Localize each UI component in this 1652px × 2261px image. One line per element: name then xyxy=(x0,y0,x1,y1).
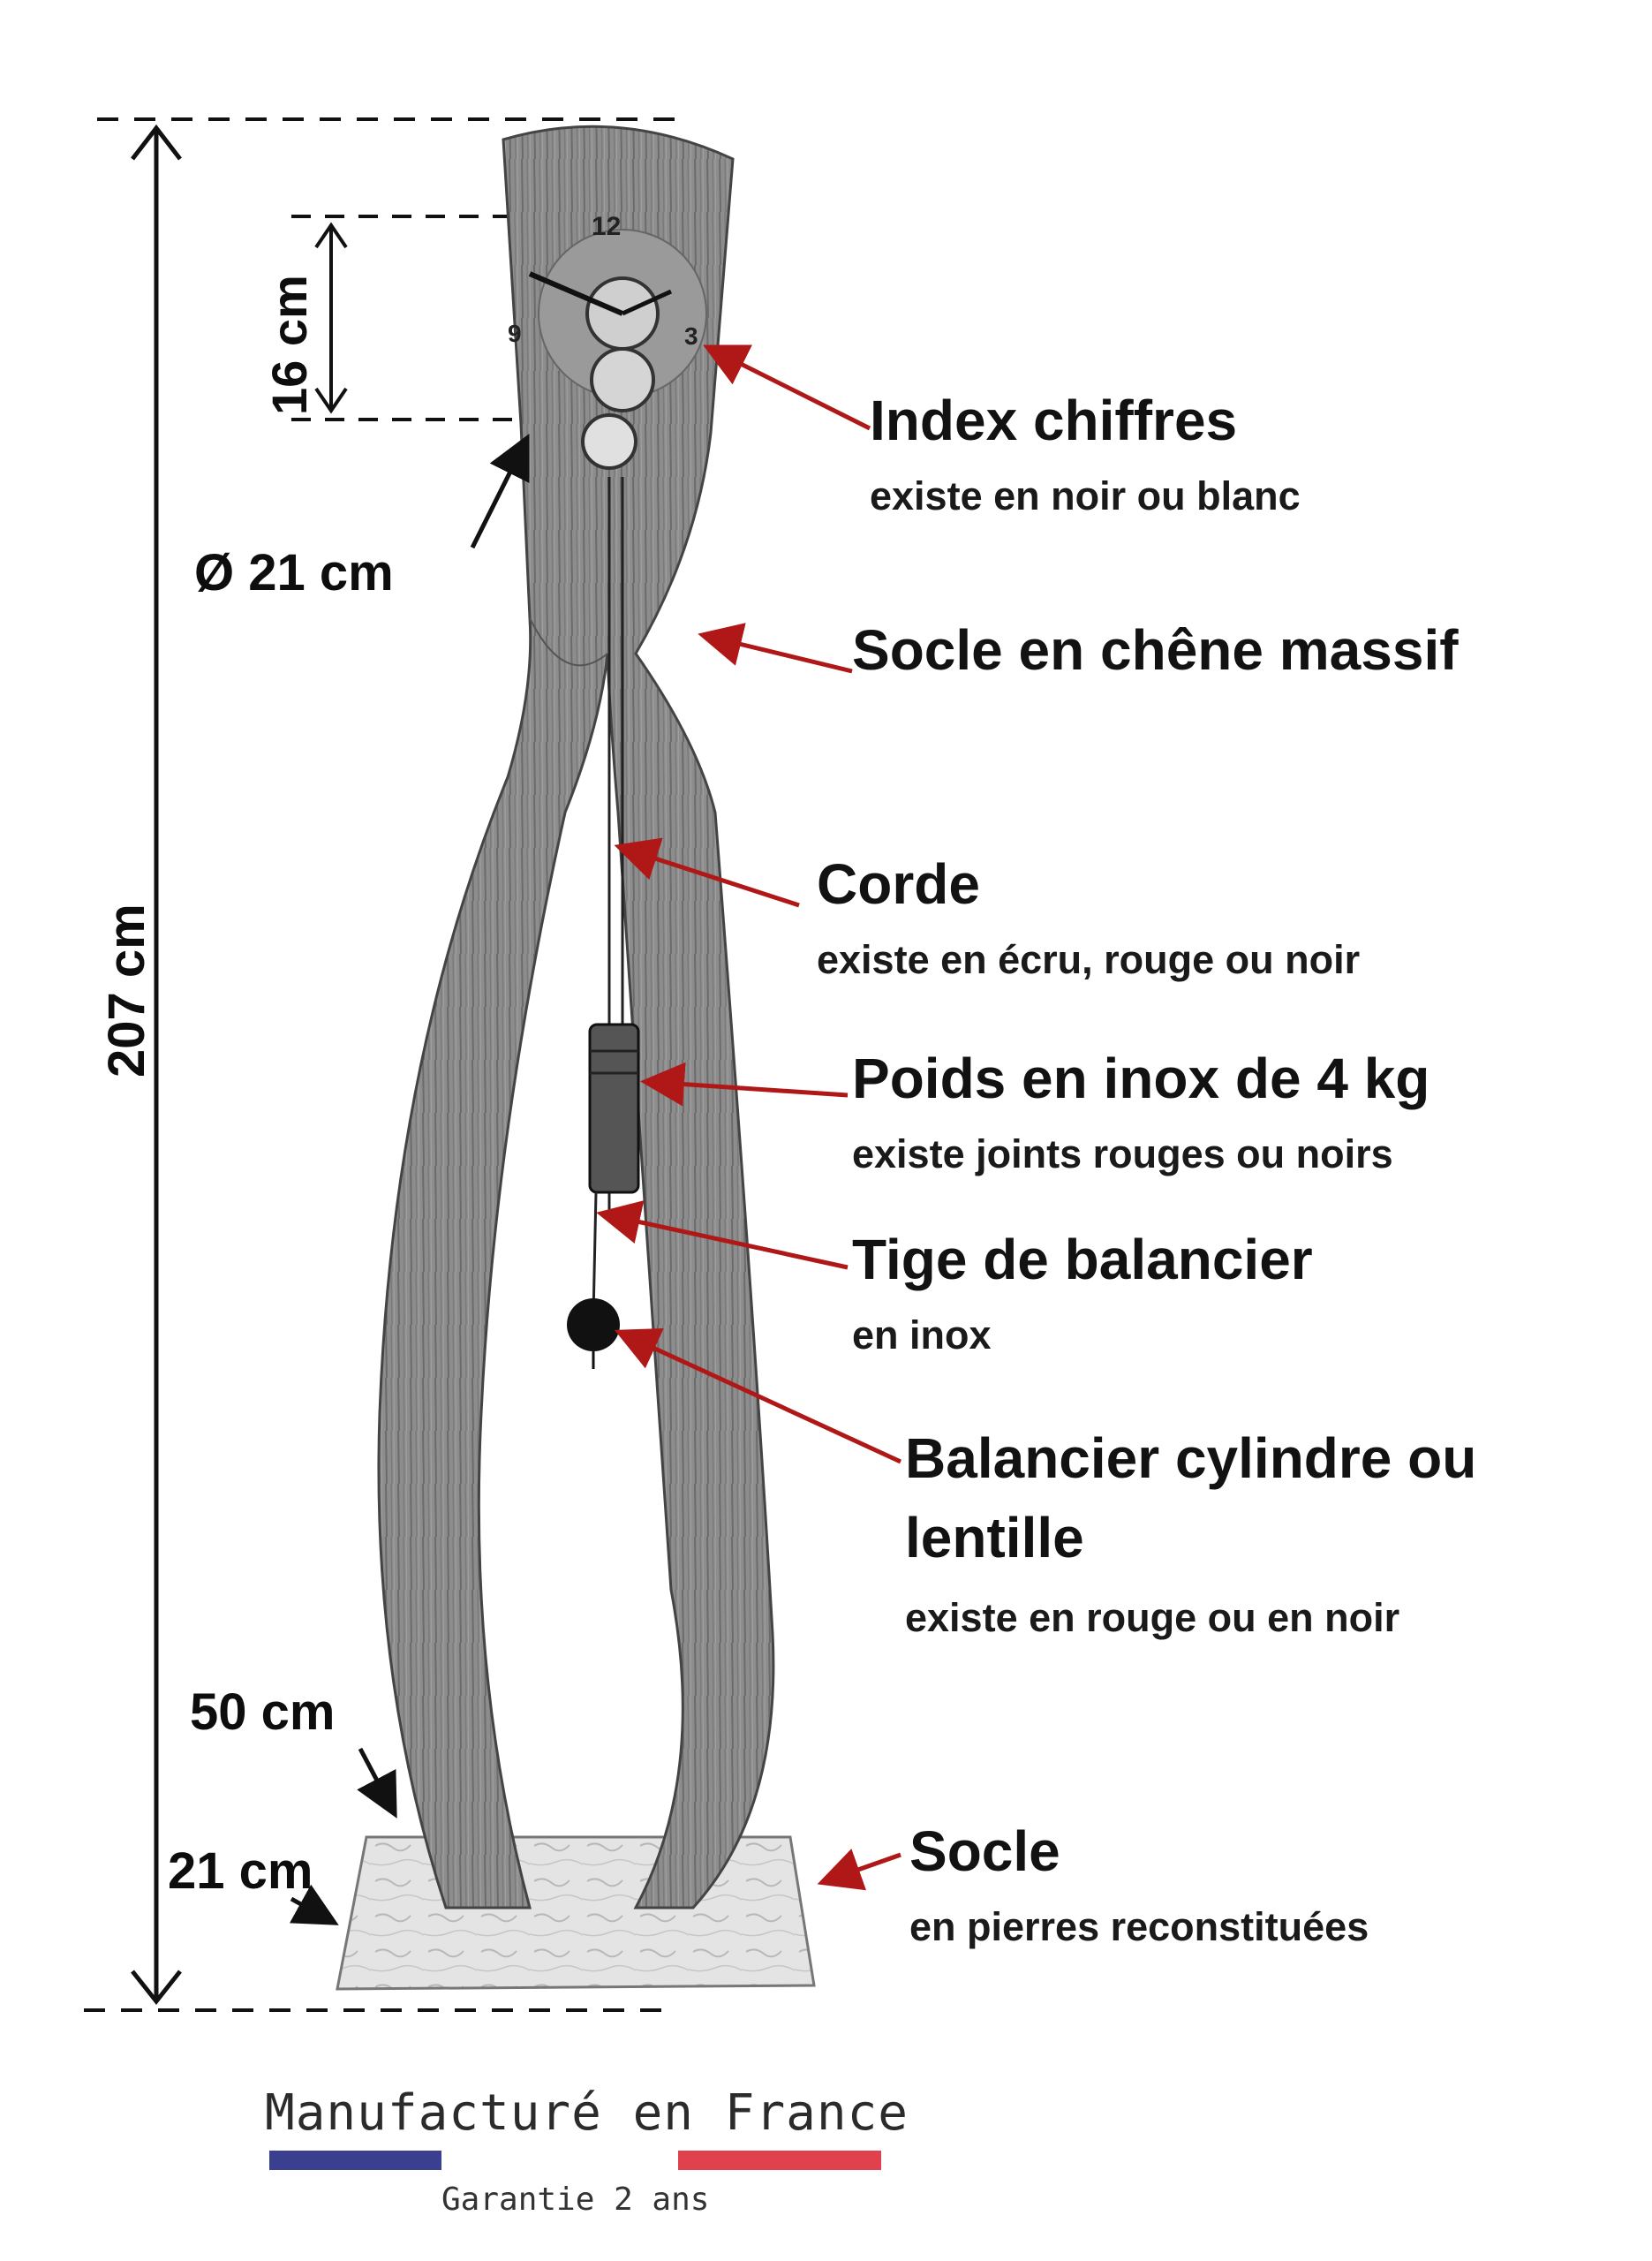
flag-blue-bar xyxy=(269,2151,441,2170)
index-sub: existe en noir ou blanc xyxy=(870,473,1301,518)
footer-brand: Manufacturé en France xyxy=(265,2084,909,2142)
bob-title-2: lentille xyxy=(905,1506,1084,1569)
dial-number-12: 12 xyxy=(592,212,622,241)
base-width-label: 50 cm xyxy=(190,1683,336,1741)
index-title: Index chiffres xyxy=(870,389,1238,452)
dial-number-3: 3 xyxy=(684,322,698,350)
dial-number-9: 9 xyxy=(508,320,522,347)
clock-hand-minute xyxy=(621,289,673,316)
stainless-weight xyxy=(588,1023,640,1194)
dial-height-label: 16 cm xyxy=(261,275,317,415)
oak-frame xyxy=(377,125,775,1909)
base-depth-label: 21 cm xyxy=(168,1842,313,1900)
stone-base xyxy=(336,1835,816,1991)
flag-red-bar xyxy=(678,2151,881,2170)
oak-title: Socle en chêne massif xyxy=(852,618,1459,682)
weight-sub: existe joints rouges ou noirs xyxy=(852,1131,1393,1176)
weight-title: Poids en inox de 4 kg xyxy=(852,1047,1430,1110)
stone-sub: en pierres reconstituées xyxy=(909,1904,1369,1949)
bob-title-1: Balancier cylindre ou xyxy=(905,1426,1477,1490)
pointer-arrows xyxy=(596,344,902,1891)
rod-title: Tige de balancier xyxy=(852,1228,1313,1291)
bob-sub: existe en rouge ou en noir xyxy=(905,1595,1400,1640)
dial-diameter-label: Ø 21 cm xyxy=(194,544,394,601)
rod-sub: en inox xyxy=(852,1312,992,1357)
footer-guarantee: Garantie 2 ans xyxy=(441,2182,710,2218)
pendulum-rod xyxy=(592,1191,598,1317)
height-dimension-label: 207 cm xyxy=(98,904,155,1078)
cord-sub: existe en écru, rouge ou noir xyxy=(817,937,1361,982)
cord-title: Corde xyxy=(817,852,980,916)
stone-title: Socle xyxy=(909,1819,1060,1883)
pendulum-bob xyxy=(567,1298,620,1351)
clock-hand-hour xyxy=(528,271,624,316)
